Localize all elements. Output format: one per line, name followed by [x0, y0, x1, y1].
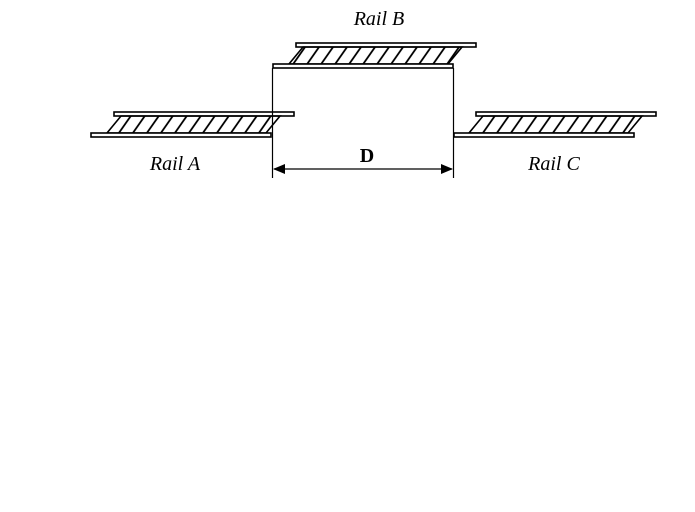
rail-b-label: Rail B — [353, 8, 405, 30]
rail-c-hatched-body — [467, 115, 644, 134]
rail-c — [453, 111, 657, 138]
distance-label: D — [360, 145, 374, 167]
rail-b — [272, 42, 477, 69]
rail-c-label: Rail C — [527, 153, 580, 175]
rail-b-bottom-plate — [272, 63, 454, 69]
rail-a — [90, 111, 295, 138]
rail-a-label: Rail A — [149, 153, 201, 175]
rail-c-bottom-plate — [453, 132, 635, 138]
rail-b-hatched-body — [287, 46, 464, 65]
rail-a-hatched-body — [105, 115, 282, 134]
rail-a-bottom-plate — [90, 132, 272, 138]
